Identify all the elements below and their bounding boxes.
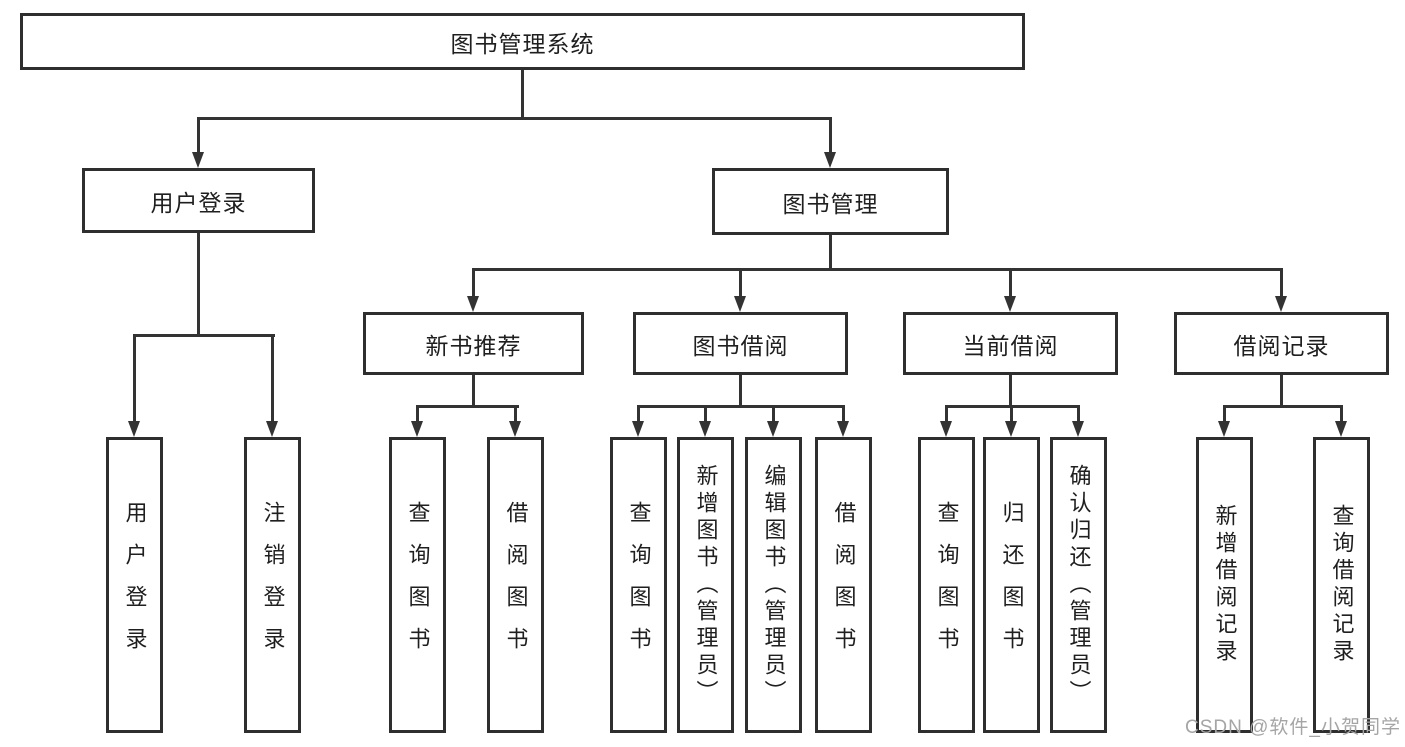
connector-line: [1009, 375, 1012, 408]
arrow-down-icon: [1004, 296, 1016, 312]
connector-line: [197, 117, 200, 153]
arrow-down-icon: [824, 152, 836, 168]
connector-line: [739, 268, 742, 296]
arrow-down-icon: [266, 421, 278, 437]
connector-line: [637, 405, 640, 422]
leaf-user-login: 用户登录: [106, 437, 163, 733]
arrow-down-icon: [734, 296, 746, 312]
connector-line: [472, 375, 475, 408]
connector-line: [637, 405, 845, 408]
arrow-down-icon: [1275, 296, 1287, 312]
node-book-borrow: 图书借阅: [633, 312, 848, 375]
connector-line: [1223, 405, 1343, 408]
connector-line: [1010, 405, 1013, 422]
connector-line: [704, 405, 707, 422]
leaf-records-query-record: 查询借阅记录: [1313, 437, 1370, 733]
node-root: 图书管理系统: [20, 13, 1025, 70]
connector-line: [514, 405, 517, 422]
arrow-down-icon: [1218, 421, 1230, 437]
arrow-down-icon: [1072, 421, 1084, 437]
connector-line: [416, 405, 419, 422]
connector-line: [739, 375, 742, 408]
node-user-login-label: 用户登录: [150, 189, 247, 216]
leaf-borrow-query-book: 查询图书: [610, 437, 667, 733]
connector-line: [271, 334, 274, 422]
node-book-borrow-label: 图书借阅: [692, 332, 789, 359]
leaf-borrow-borrow-book: 借阅图书: [815, 437, 872, 733]
connector-line: [521, 70, 524, 119]
arrow-down-icon: [837, 421, 849, 437]
connector-line: [472, 268, 1283, 271]
connector-line: [472, 268, 475, 296]
node-user-login: 用户登录: [82, 168, 315, 233]
leaf-recommend-borrow-book: 借阅图书: [487, 437, 544, 733]
connector-line: [1340, 405, 1343, 422]
arrow-down-icon: [192, 152, 204, 168]
node-borrow-records: 借阅记录: [1174, 312, 1389, 375]
leaf-borrow-edit-book-admin: 编辑图书（管理员）: [745, 437, 802, 733]
node-new-book-recommend-label: 新书推荐: [425, 332, 522, 359]
leaf-current-query-book: 查询图书: [918, 437, 975, 733]
connector-line: [829, 235, 832, 271]
node-new-book-recommend: 新书推荐: [363, 312, 584, 375]
connector-line: [1009, 268, 1012, 296]
connector-line: [1223, 405, 1226, 422]
arrow-down-icon: [128, 421, 140, 437]
connector-line: [945, 405, 948, 422]
arrow-down-icon: [467, 296, 479, 312]
node-book-management-label: 图书管理: [782, 190, 879, 217]
connector-line: [829, 117, 832, 153]
arrow-down-icon: [767, 421, 779, 437]
leaf-recommend-query-book: 查询图书: [389, 437, 446, 733]
leaf-logout: 注销登录: [244, 437, 301, 733]
connector-line: [197, 117, 832, 120]
connector-line: [133, 334, 136, 422]
connector-line: [133, 334, 275, 337]
leaf-records-add-record: 新增借阅记录: [1196, 437, 1253, 733]
node-book-management: 图书管理: [712, 168, 949, 235]
node-current-borrow: 当前借阅: [903, 312, 1118, 375]
leaf-current-return-book: 归还图书: [983, 437, 1040, 733]
arrow-down-icon: [1005, 421, 1017, 437]
leaf-current-confirm-return-admin: 确认归还（管理员）: [1050, 437, 1107, 733]
connector-line: [197, 233, 200, 337]
connector-line: [1280, 375, 1283, 408]
connector-line: [842, 405, 845, 422]
arrow-down-icon: [632, 421, 644, 437]
connector-line: [416, 405, 519, 408]
arrow-down-icon: [699, 421, 711, 437]
arrow-down-icon: [1335, 421, 1347, 437]
node-root-label: 图书管理系统: [450, 30, 595, 57]
connector-line: [1280, 268, 1283, 296]
connector-line: [1077, 405, 1080, 422]
node-borrow-records-label: 借阅记录: [1233, 332, 1330, 359]
arrow-down-icon: [411, 421, 423, 437]
arrow-down-icon: [940, 421, 952, 437]
node-current-borrow-label: 当前借阅: [962, 332, 1059, 359]
csdn-watermark: CSDN @软件_小贺同学: [1185, 717, 1401, 738]
leaf-borrow-add-book-admin: 新增图书（管理员）: [677, 437, 734, 733]
connector-line: [772, 405, 775, 422]
arrow-down-icon: [509, 421, 521, 437]
